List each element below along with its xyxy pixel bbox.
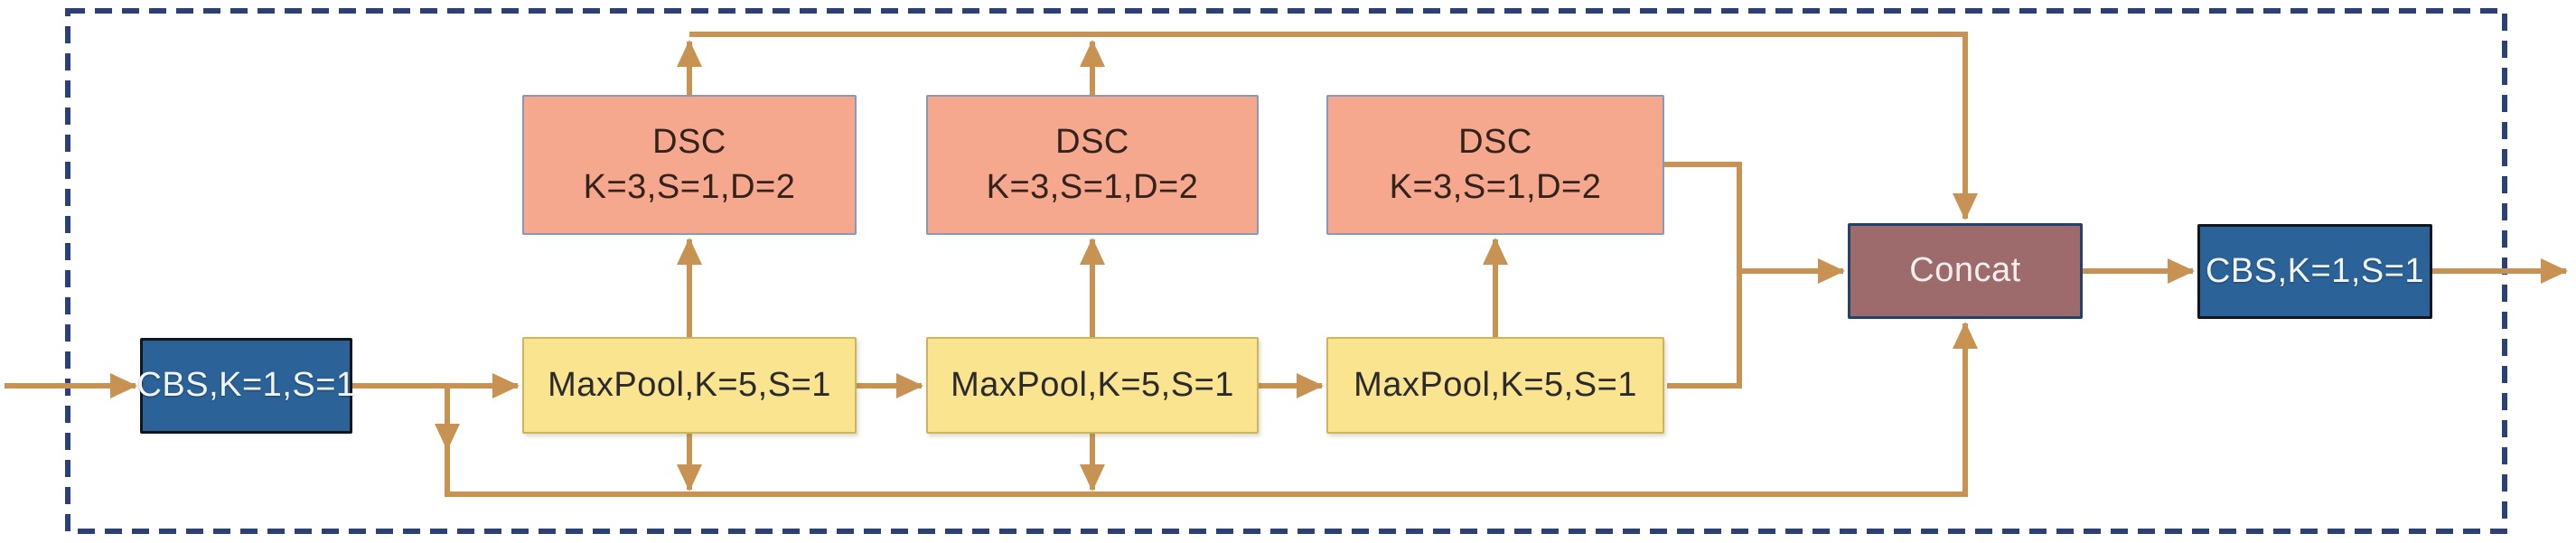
line-toprail-to-concat bbox=[689, 32, 1978, 220]
block-cbs-output: CBS,K=1,S=1 bbox=[2197, 224, 2432, 319]
block-dsc-1: DSC K=3,S=1,D=2 bbox=[522, 95, 857, 235]
block-dsc-1-title: DSC bbox=[652, 123, 726, 162]
block-concat-label: Concat bbox=[1909, 251, 2021, 290]
block-dsc-2-params: K=3,S=1,D=2 bbox=[986, 167, 1199, 206]
block-dsc-1-params: K=3,S=1,D=2 bbox=[583, 167, 796, 206]
block-dsc-2-title: DSC bbox=[1055, 123, 1129, 162]
block-maxpool-1-label: MaxPool,K=5,S=1 bbox=[548, 365, 831, 404]
block-dsc-2: DSC K=3,S=1,D=2 bbox=[926, 95, 1259, 235]
line-dsc3-maxpool3-merge bbox=[1664, 162, 1742, 389]
block-cbs-input: CBS,K=1,S=1 bbox=[136, 338, 355, 434]
block-cbs-output-label: CBS,K=1,S=1 bbox=[2205, 251, 2425, 290]
line-bottomrail-to-concat bbox=[445, 322, 1978, 497]
block-maxpool-3-label: MaxPool,K=5,S=1 bbox=[1354, 365, 1637, 404]
block-dsc-3-params: K=3,S=1,D=2 bbox=[1389, 167, 1602, 206]
block-dsc-3: DSC K=3,S=1,D=2 bbox=[1326, 95, 1664, 235]
block-cbs-input-label: CBS,K=1,S=1 bbox=[136, 366, 356, 405]
block-maxpool-1: MaxPool,K=5,S=1 bbox=[522, 337, 857, 434]
block-maxpool-3: MaxPool,K=5,S=1 bbox=[1326, 337, 1664, 434]
block-maxpool-2-label: MaxPool,K=5,S=1 bbox=[951, 365, 1234, 404]
block-maxpool-2: MaxPool,K=5,S=1 bbox=[926, 337, 1259, 434]
block-concat: Concat bbox=[1848, 223, 2083, 319]
block-dsc-3-title: DSC bbox=[1458, 123, 1532, 162]
